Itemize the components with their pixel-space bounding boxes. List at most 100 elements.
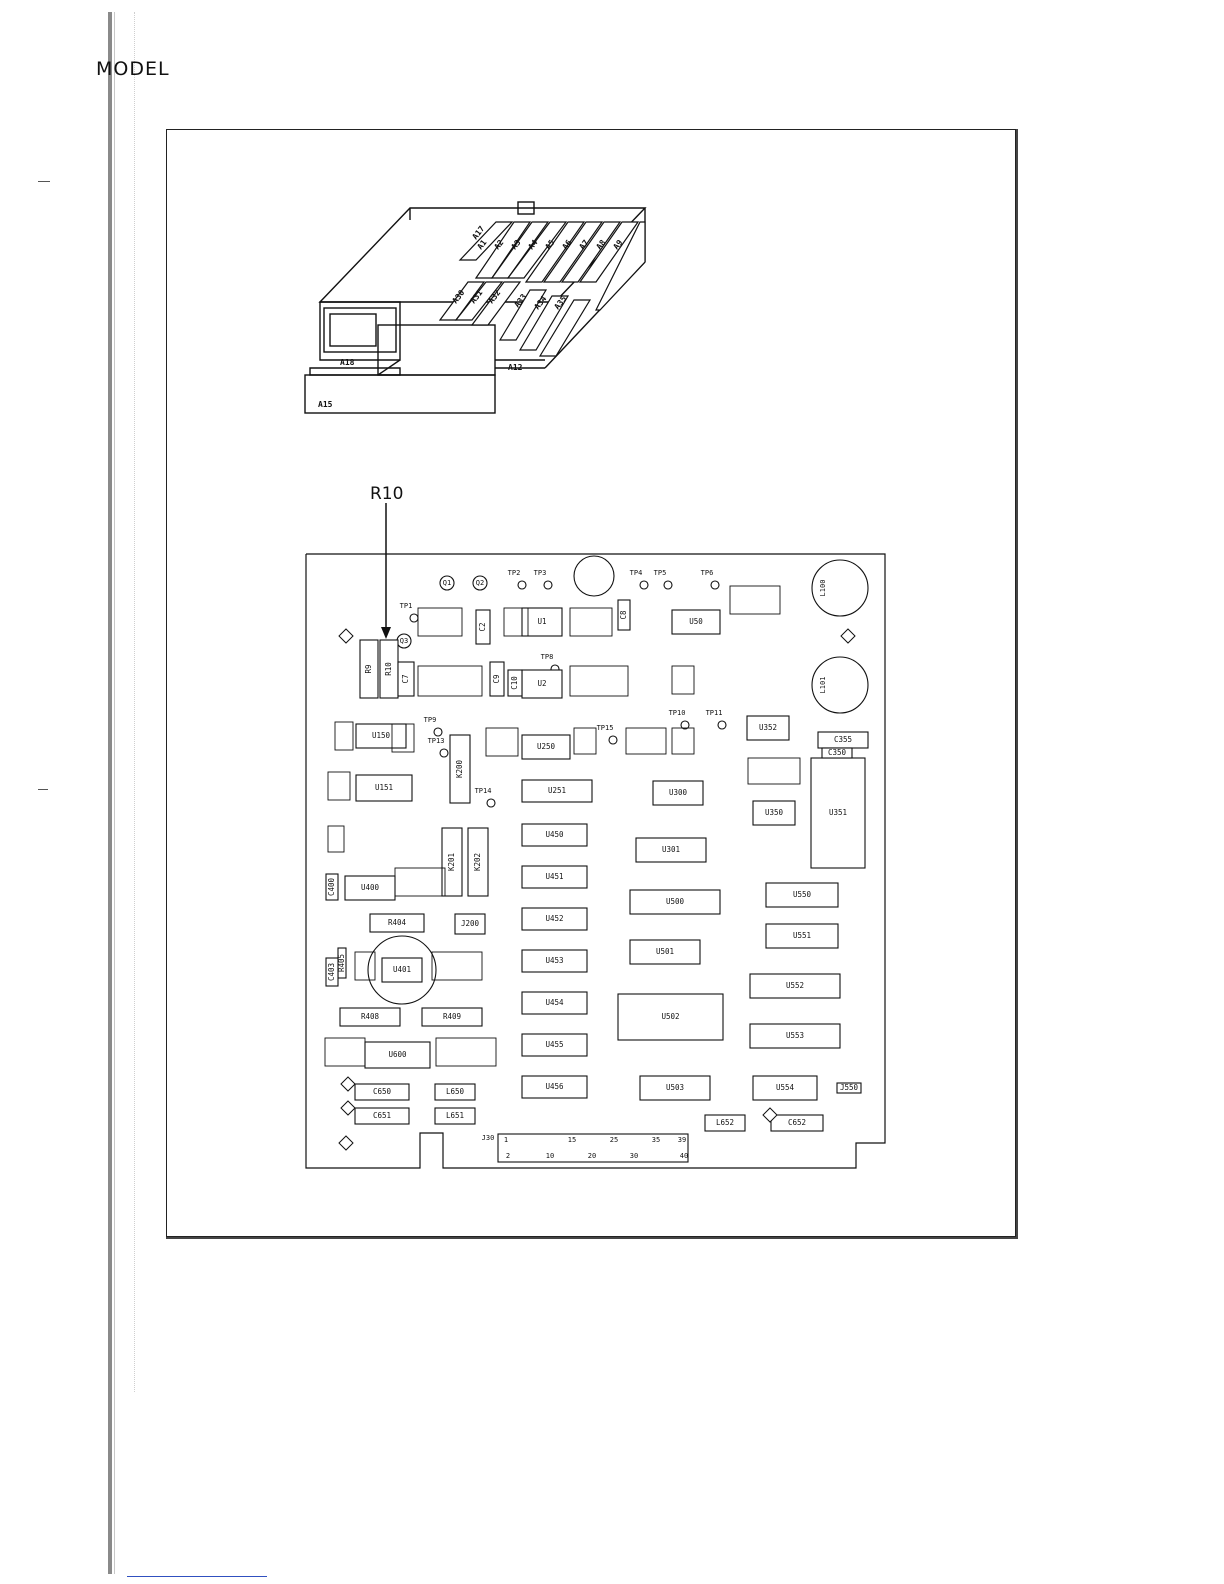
resistor-array [485, 727, 519, 757]
relay [449, 734, 471, 804]
resistor-array [569, 607, 613, 637]
test-point-label: TP4 [630, 569, 643, 577]
test-point-label: TP8 [541, 653, 554, 661]
ic-chip [521, 907, 588, 931]
ic-chip-label: U150 [372, 731, 391, 740]
ic-chip [364, 1041, 431, 1069]
board-part-label: C8 [619, 610, 628, 620]
board-part [489, 661, 505, 697]
test-point [409, 613, 419, 623]
margin-mark [38, 181, 50, 182]
connector-pin-label: 35 [652, 1136, 660, 1144]
connector-pin-label: 40 [680, 1152, 688, 1160]
test-point-label: TP2 [508, 569, 521, 577]
test-point-label: TP5 [654, 569, 667, 577]
ic-chip [521, 669, 563, 699]
ic-chip-label: U553 [786, 1031, 804, 1040]
resistor-array [671, 665, 695, 695]
model-heading: MODEL [96, 58, 170, 80]
ic-chip [749, 973, 841, 999]
test-point [680, 720, 690, 730]
connector-pin-label: 15 [568, 1136, 576, 1144]
relay [441, 827, 463, 897]
test-point-label: TP1 [400, 602, 413, 610]
resistor-array [671, 727, 695, 755]
ic-chip-label: U454 [545, 998, 564, 1007]
ic-chip-label: U452 [545, 914, 563, 923]
ic-chip [521, 949, 588, 973]
resistor-array [569, 665, 629, 697]
assembly-label: A15 [318, 400, 333, 409]
board-part [397, 661, 415, 697]
ic-chip [652, 780, 704, 806]
ic-chip-label: U2 [537, 679, 546, 688]
resistor-array [334, 721, 354, 751]
board-part-label: C652 [788, 1118, 806, 1127]
board-part [339, 1007, 401, 1027]
ic-chip [355, 774, 413, 802]
test-point [710, 580, 720, 590]
resistor-array [625, 727, 667, 755]
test-point [433, 727, 443, 737]
board-part [359, 639, 379, 699]
page-binding-line [114, 12, 115, 1574]
resistor-array [391, 723, 415, 753]
page-binding-guide [134, 12, 136, 1392]
resistor-array [417, 607, 463, 637]
ic-chip-label: U1 [537, 617, 546, 626]
figure-frame-shadow [166, 1237, 1018, 1239]
ic-chip-label: U456 [545, 1082, 564, 1091]
ic-chip [521, 1033, 588, 1057]
transistor [472, 575, 488, 591]
ic-chip-label: U352 [759, 723, 777, 732]
alignment-marker [338, 628, 354, 644]
ic-chip-label: U453 [545, 956, 563, 965]
ic-chip [629, 889, 721, 915]
resistor-array [324, 1037, 366, 1067]
ic-chip [344, 875, 396, 901]
ic-chip-label: U551 [793, 931, 811, 940]
connector-pin-label: 2 [506, 1152, 510, 1160]
resistor-array [327, 825, 345, 853]
ic-chip [752, 800, 796, 826]
resistor-array [327, 771, 351, 801]
transistor-label: Q1 [443, 579, 451, 587]
ic-chip [617, 993, 724, 1041]
board-part-label: C9 [492, 674, 501, 683]
board-part [836, 1082, 862, 1094]
ic-chip-label: U500 [666, 897, 685, 906]
test-point-label: TP15 [597, 724, 614, 732]
test-point [608, 735, 618, 745]
alignment-marker [840, 628, 856, 644]
test-point-label: TP13 [428, 737, 445, 745]
inductor-coil [811, 656, 869, 714]
board-part-label: C651 [373, 1111, 391, 1120]
figure-frame-shadow [1016, 129, 1018, 1239]
board-part-label: R409 [443, 1012, 461, 1021]
relay-label: K202 [473, 853, 482, 871]
connector-pin-label: 20 [588, 1152, 596, 1160]
ic-chip [521, 823, 588, 847]
board-part-label: R404 [388, 918, 407, 927]
resistor-array [394, 867, 446, 897]
inductor-label: L651 [446, 1111, 464, 1120]
ic-chip [749, 1023, 841, 1049]
ic-chip-label: U400 [361, 883, 380, 892]
ic-chip-label: U554 [776, 1083, 795, 1092]
ic-chip-label: U502 [661, 1012, 679, 1021]
connector-pin-label: 30 [630, 1152, 638, 1160]
resistor-array [747, 757, 801, 785]
ic-chip [752, 1075, 818, 1101]
alignment-marker [338, 1135, 354, 1151]
relay [467, 827, 489, 897]
test-point [517, 580, 527, 590]
inductor [434, 1083, 476, 1101]
ic-chip [521, 779, 593, 803]
ic-chip-label: U401 [393, 965, 411, 974]
electrolytic-capacitor [573, 555, 615, 597]
edge-connector [497, 1133, 689, 1163]
resistor-array [729, 585, 781, 615]
ic-chip-label: U550 [793, 890, 812, 899]
resistor-array [435, 1037, 497, 1067]
